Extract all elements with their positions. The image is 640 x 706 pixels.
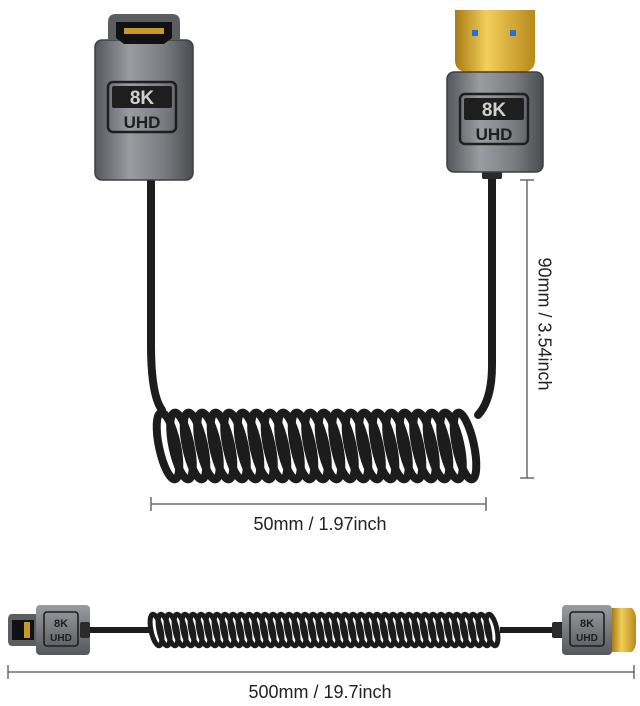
cable-left-straight	[147, 166, 166, 414]
coil-loop	[152, 408, 184, 484]
coil-loop	[314, 408, 346, 484]
coil-loop	[368, 408, 400, 484]
badge-line2: UHD	[576, 633, 598, 644]
coil-loop	[395, 408, 427, 484]
coil-loop	[436, 408, 467, 484]
coil-loop	[274, 408, 305, 484]
female-hdmi-connector-small: 8K UHD	[8, 605, 90, 655]
coil-loop	[422, 408, 454, 484]
coil-loop	[247, 408, 278, 484]
badge-line2: UHD	[476, 125, 513, 144]
coil-loop	[483, 611, 501, 649]
badge-line1: 8K	[130, 88, 155, 109]
badge-8k-uhd-female-small: 8K UHD	[43, 611, 79, 647]
coil-loop	[301, 408, 332, 484]
cable-right-straight	[474, 166, 496, 419]
coiled-cable-top	[152, 408, 481, 484]
badge-8k-uhd-male-small: 8K UHD	[569, 611, 605, 647]
badge-line1: 8K	[580, 618, 594, 630]
badge-8k-uhd-female: 8K UHD	[106, 80, 178, 134]
coil-loop	[233, 408, 265, 484]
badge-line2: UHD	[50, 633, 72, 644]
male-hdmi-connector	[446, 10, 544, 179]
coiled-cable-bottom	[147, 611, 501, 649]
length-label: 500mm / 19.7inch	[248, 682, 392, 702]
coil-loop	[166, 408, 197, 484]
width-label: 50mm / 1.97inch	[253, 514, 387, 534]
coil-loop	[409, 408, 440, 484]
coil-loop	[355, 408, 386, 484]
coil-loop	[449, 408, 481, 484]
coil-loop	[260, 408, 292, 484]
height-label: 90mm / 3.54inch	[534, 257, 555, 391]
height-dimension-line	[520, 179, 534, 479]
badge-line1: 8K	[54, 618, 68, 630]
badge-line2: UHD	[124, 113, 161, 132]
male-hdmi-connector-small: 8K UHD	[552, 605, 636, 655]
coil-loop	[179, 408, 211, 484]
badge-8k-uhd-male: 8K UHD	[458, 92, 530, 146]
width-dimension-line	[150, 497, 487, 511]
female-hdmi-connector	[94, 14, 194, 181]
coil-loop	[220, 408, 251, 484]
coil-loop	[206, 408, 238, 484]
coil-loop	[287, 408, 319, 484]
length-dimension-line	[7, 665, 635, 679]
coil-loop	[341, 408, 373, 484]
coil-loop	[328, 408, 359, 484]
coil-loop	[382, 408, 413, 484]
coil-loop	[193, 408, 224, 484]
badge-line1: 8K	[482, 100, 507, 121]
